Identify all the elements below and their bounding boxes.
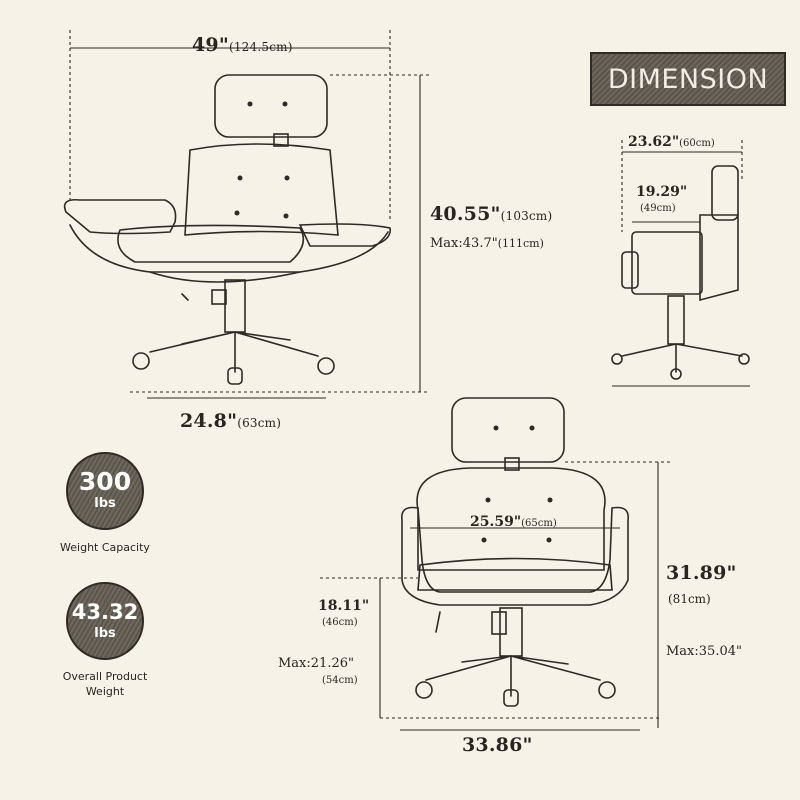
back-total-height-inches: 31.89"	[666, 562, 737, 584]
front-width-dimension-line	[69, 30, 391, 220]
side-depth-cm: (60cm)	[679, 138, 715, 149]
front-width-label: 49"(124.5cm)	[192, 34, 293, 56]
back-arm-width-cm: (65cm)	[521, 518, 557, 529]
back-seat-max-inches: Max:21.26"	[278, 656, 354, 671]
front-chair-drawing	[63, 74, 391, 385]
front-base-label: 24.8"(63cm)	[180, 410, 281, 432]
back-arm-width-inches: 25.59"	[470, 514, 522, 530]
back-total-max: Max:35.04"	[666, 644, 742, 659]
product-weight-unit: lbs	[94, 626, 116, 641]
product-weight-label: Overall Product Weight	[62, 670, 148, 698]
side-chair-drawing	[611, 165, 750, 380]
product-weight-value: 43.32	[71, 600, 139, 624]
dimension-title: DIMENSION	[607, 64, 769, 95]
front-height-max-cm: (111cm)	[497, 237, 544, 250]
front-height-inches: 40.55"	[430, 203, 501, 225]
front-base-inches: 24.8"	[180, 410, 238, 432]
weight-capacity-unit: lbs	[94, 496, 116, 511]
front-height-max-label: Max:43.7"(111cm)	[430, 236, 544, 251]
weight-capacity-value: 300	[78, 467, 132, 496]
back-arm-width-label: 25.59"(65cm)	[470, 514, 557, 530]
side-depth-dimension-line	[621, 140, 743, 232]
side-seat-depth-label: 19.29"	[636, 184, 687, 200]
weight-capacity-label: Weight Capacity	[60, 541, 150, 554]
front-height-dimension-line	[330, 74, 432, 392]
front-width-inches: 49"	[192, 34, 229, 56]
side-depth-label: 23.62"(60cm)	[628, 134, 715, 150]
back-total-height-dimension-line	[565, 461, 670, 728]
product-weight-badge: 43.32 lbs	[66, 582, 144, 660]
front-base-dimension-line	[130, 391, 430, 399]
front-width-cm: (124.5cm)	[228, 40, 293, 54]
side-seat-depth-cm: (49cm)	[640, 203, 676, 214]
back-total-height-cm: (81cm)	[668, 592, 711, 606]
back-base-width-inches: 33.86"	[462, 734, 533, 756]
dimension-title-badge: DIMENSION	[590, 52, 786, 106]
side-seat-depth-inches: 19.29"	[636, 184, 688, 200]
back-seat-height-dimension-line	[320, 577, 418, 718]
back-base-width-dimension-line	[380, 717, 660, 731]
front-height-cm: (103cm)	[500, 209, 553, 223]
back-seat-height-cm: (46cm)	[322, 617, 358, 628]
side-depth-inches: 23.62"	[628, 134, 680, 150]
back-chair-drawing	[401, 397, 629, 707]
front-base-cm: (63cm)	[237, 416, 282, 430]
front-height-label: 40.55"(103cm)	[430, 203, 552, 225]
back-seat-height-inches: 18.11"	[318, 598, 370, 614]
back-seat-max-cm: (54cm)	[322, 675, 358, 686]
weight-capacity-badge: 300 lbs	[66, 452, 144, 530]
front-height-max: Max:43.7"	[430, 236, 498, 251]
